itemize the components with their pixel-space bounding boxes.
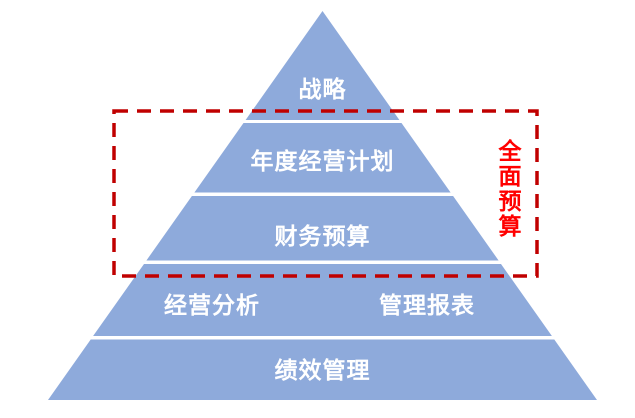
pyramid-level-strategy-shape [245, 11, 400, 120]
label-business-analysis: 经营分析 [164, 293, 260, 319]
label-management-reports: 管理报表 [379, 293, 475, 319]
pyramid-level-financial-budget-shape [146, 196, 499, 261]
label-strategy: 战略 [298, 77, 347, 103]
label-performance-management: 绩效管理 [274, 358, 371, 384]
annotation-comprehensive-budget: 全面预算 [498, 139, 522, 240]
pyramid-level-analysis-reports-shape [93, 264, 552, 336]
label-annual-business-plan: 年度经营计划 [250, 149, 395, 175]
pyramid-level-performance-shape [48, 339, 597, 400]
budget-scope-dashed-box [112, 109, 539, 278]
label-financial-budget: 财务预算 [274, 224, 371, 250]
pyramid-level-annual-plan-shape [194, 123, 451, 193]
